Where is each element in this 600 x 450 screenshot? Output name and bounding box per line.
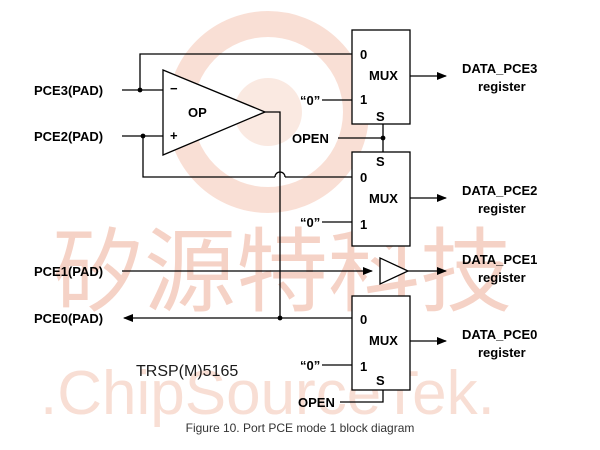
mux-pce2-label: MUX <box>369 191 398 206</box>
mux-pce0-in1: 1 <box>360 359 367 374</box>
watermark-english: .ChipSourceTek. <box>40 359 495 428</box>
mux-pce2 <box>351 151 411 247</box>
part-number-stamp: TRSP(M)5165 <box>136 363 238 380</box>
mux-pce3-in1: 1 <box>360 92 367 107</box>
junction-open <box>380 135 386 141</box>
wire-pce3-to-mux3 <box>139 53 352 90</box>
const-zero-mux0: “0” <box>300 358 320 373</box>
mux-pce2-sel: S <box>376 154 385 169</box>
output-pce2-register: register <box>478 201 526 216</box>
output-pce2-name: DATA_PCE2 <box>462 183 537 198</box>
wires <box>122 53 447 403</box>
figure-caption: Figure 10. Port PCE mode 1 block diagram <box>186 421 415 435</box>
open-label-top: OPEN <box>292 131 329 146</box>
wire-open-bottom <box>340 390 384 403</box>
pin-pce2: PCE2(PAD) <box>34 129 103 144</box>
output-pce3-register: register <box>478 79 526 94</box>
junction-pce2 <box>140 133 146 139</box>
wire-op-out <box>265 111 281 318</box>
op-amp-label: OP <box>188 105 207 120</box>
watermark-chinese: 矽源特科技 <box>52 219 512 326</box>
mux-pce3 <box>351 29 411 125</box>
output-pce3-name: DATA_PCE3 <box>462 61 537 76</box>
op-amp-plus: + <box>170 128 178 143</box>
output-pce0-register: register <box>478 345 526 360</box>
mux-pce0-sel: S <box>376 373 385 388</box>
wire-pce2-to-mux2 <box>142 136 275 178</box>
mux-pce2-in0: 0 <box>360 170 367 185</box>
mux-pce3-label: MUX <box>369 68 398 83</box>
mux-pce3-in0: 0 <box>360 47 367 62</box>
junction-pce3 <box>137 87 143 93</box>
pin-pce0: PCE0(PAD) <box>34 311 103 326</box>
op-amp <box>162 69 267 156</box>
mux-pce0-in0: 0 <box>360 312 367 327</box>
watermark: 矽源特科技 .ChipSourceTek. <box>40 11 512 428</box>
mux-pce3-sel: S <box>376 109 385 124</box>
output-pce0-name: DATA_PCE0 <box>462 327 537 342</box>
const-zero-mux2: “0” <box>300 215 320 230</box>
const-zero-mux3: “0” <box>300 93 320 108</box>
pin-pce3: PCE3(PAD) <box>34 83 103 98</box>
output-pce1-register: register <box>478 270 526 285</box>
pin-pce1: PCE1(PAD) <box>34 264 103 279</box>
buffer-pce1 <box>379 256 410 286</box>
open-label-bottom: OPEN <box>298 395 335 410</box>
mux-pce0 <box>351 295 411 391</box>
output-pce1-name: DATA_PCE1 <box>462 252 537 267</box>
mux-pce0-label: MUX <box>369 333 398 348</box>
mux-pce2-in1: 1 <box>360 217 367 232</box>
op-amp-minus: − <box>170 81 178 96</box>
